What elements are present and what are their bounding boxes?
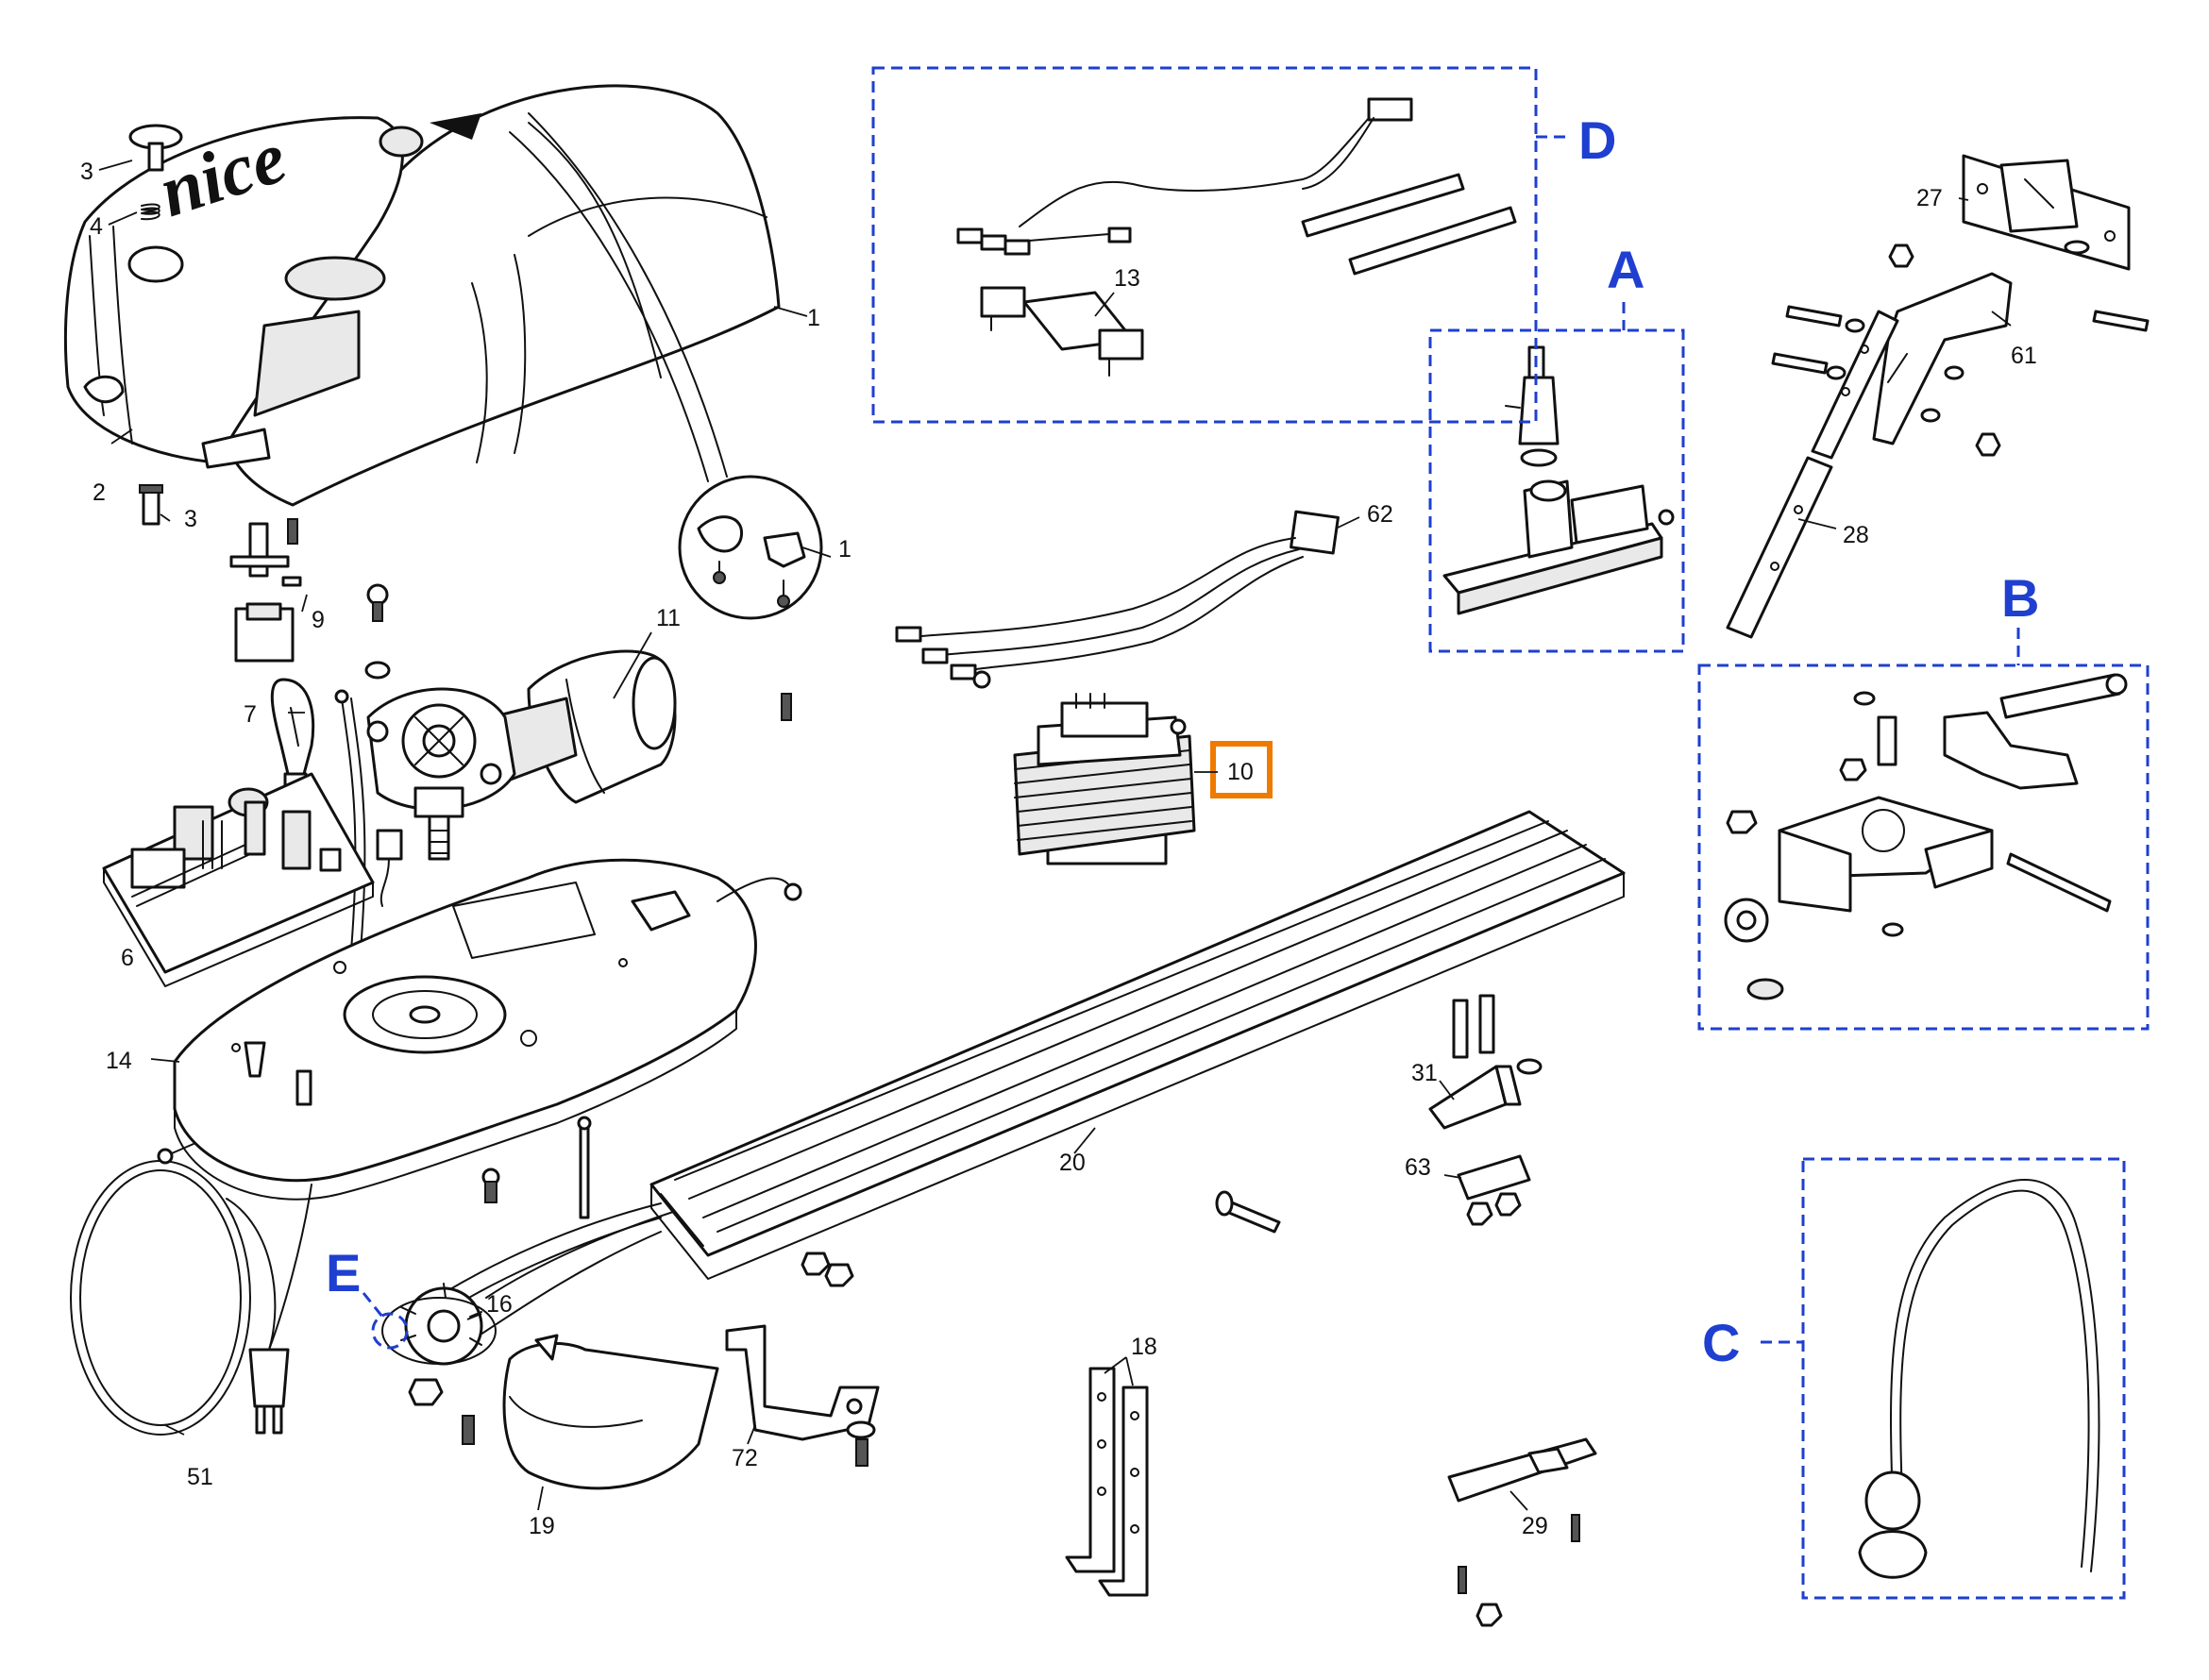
sprocket-part-16 bbox=[381, 1283, 497, 1366]
callout-27: 27 bbox=[1916, 185, 1943, 211]
gear-motor-part-11 bbox=[366, 649, 677, 861]
callout-61: 61 bbox=[2011, 343, 2037, 369]
rail-part-20 bbox=[649, 810, 1626, 1280]
callout-72: 72 bbox=[732, 1445, 758, 1471]
callout-numbers: 1 2 3 4 3 9 7 11 6 14 1 13 62 10 27 61 2… bbox=[80, 159, 2037, 1539]
limit-block-assembly bbox=[1442, 345, 1675, 615]
section-box-a bbox=[1428, 302, 1685, 653]
cover-latch-detail bbox=[509, 112, 823, 620]
bolt-loose bbox=[1215, 1190, 1281, 1234]
drive-chain bbox=[443, 1198, 718, 1341]
screw-small-a bbox=[287, 518, 298, 545]
callout-18: 18 bbox=[1131, 1334, 1157, 1360]
wire-lead bbox=[334, 689, 366, 973]
section-box-b bbox=[1697, 628, 2150, 1031]
callout-1: 1 bbox=[807, 305, 820, 331]
connector-plug bbox=[376, 829, 403, 907]
base-plate-part-14 bbox=[173, 858, 802, 1201]
power-cord-part-51 bbox=[70, 1160, 312, 1436]
bracket-part-61 bbox=[1872, 272, 2013, 445]
motor-cover-part-1 bbox=[223, 84, 781, 507]
nut-small-b bbox=[801, 1252, 854, 1287]
screw-small-c bbox=[781, 693, 792, 721]
bracket-bolts bbox=[1771, 244, 2150, 457]
knob-screw-part-3 bbox=[128, 124, 183, 172]
highlight-box-part-10 bbox=[1210, 741, 1273, 798]
control-board-part-6 bbox=[102, 772, 375, 987]
section-label-b: B bbox=[2001, 568, 2039, 628]
washer-small bbox=[364, 661, 391, 680]
spring-part-4 bbox=[141, 203, 160, 221]
transformer-part-10 bbox=[1013, 693, 1196, 865]
bracket-part-31 bbox=[1428, 994, 1543, 1130]
strap-part-28 bbox=[1726, 310, 1899, 639]
callout-20: 20 bbox=[1059, 1150, 1086, 1176]
switch-rails bbox=[1301, 173, 1517, 276]
section-label-d: D bbox=[1578, 110, 1616, 170]
chain-guard-part-19 bbox=[502, 1334, 719, 1490]
callout-63: 63 bbox=[1405, 1154, 1431, 1181]
leader-lines bbox=[98, 160, 2012, 1511]
direction-arrow-icon bbox=[430, 113, 481, 140]
lamp-holder-part bbox=[229, 522, 290, 578]
screw-small-e bbox=[462, 1415, 475, 1445]
section-label-c: C bbox=[1702, 1313, 1740, 1372]
callout-11: 11 bbox=[656, 605, 681, 631]
callout-15: 1 bbox=[838, 536, 852, 563]
base-pins bbox=[244, 1041, 312, 1106]
callout-29: 29 bbox=[1522, 1513, 1548, 1539]
section-label-a: A bbox=[1607, 240, 1644, 299]
callout-2: 2 bbox=[93, 479, 106, 506]
callout-51: 51 bbox=[187, 1464, 213, 1490]
plate-part-63 bbox=[1457, 1154, 1531, 1226]
nut-small-a bbox=[408, 1378, 444, 1406]
callout-19: 19 bbox=[529, 1513, 555, 1539]
screw-part-3-lower bbox=[139, 484, 163, 526]
callout-6: 6 bbox=[121, 945, 134, 971]
slider-part-29 bbox=[1447, 1437, 1597, 1627]
microswitch-harness-part-13 bbox=[956, 97, 1413, 377]
screw-small-b bbox=[366, 583, 389, 622]
section-box-c bbox=[1761, 1157, 2126, 1600]
section-box-d bbox=[871, 66, 1572, 424]
callout-13: 13 bbox=[1114, 265, 1140, 292]
callout-3-lower: 3 bbox=[184, 506, 197, 532]
hanger-strap-part-18 bbox=[1065, 1367, 1149, 1597]
arm-assembly bbox=[1724, 673, 2128, 1000]
socket-part bbox=[234, 602, 295, 663]
callout-62: 62 bbox=[1367, 501, 1393, 528]
callout-7: 7 bbox=[244, 701, 257, 728]
callout-4: 4 bbox=[90, 213, 103, 240]
tensioner-screws bbox=[481, 1116, 592, 1219]
callout-9: 9 bbox=[312, 607, 325, 633]
screw-small-d bbox=[157, 1143, 194, 1165]
callout-31: 31 bbox=[1411, 1060, 1438, 1086]
callout-10: 10 bbox=[1227, 759, 1254, 785]
pin-part-9 bbox=[281, 576, 302, 587]
wire-harness-part-62 bbox=[895, 510, 1340, 689]
callout-16: 16 bbox=[486, 1291, 513, 1318]
bracket-part-27 bbox=[1962, 154, 2131, 271]
section-marker-e bbox=[362, 1292, 409, 1350]
section-label-e: E bbox=[326, 1243, 361, 1302]
callout-28: 28 bbox=[1843, 522, 1869, 548]
callout-3-top: 3 bbox=[80, 159, 93, 185]
bracket-part-72 bbox=[725, 1324, 880, 1467]
release-cord bbox=[1858, 1179, 2100, 1579]
callout-14: 14 bbox=[106, 1048, 132, 1074]
